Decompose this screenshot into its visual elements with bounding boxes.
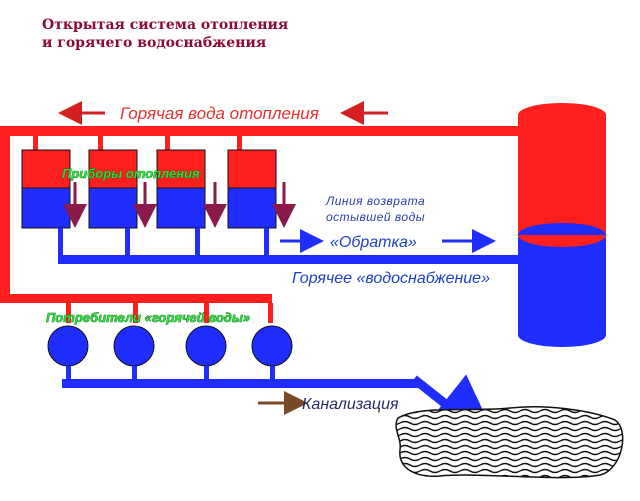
title-line-1: Открытая система отопления (42, 17, 288, 33)
title-line-2: и горячего водоснабжения (42, 35, 266, 51)
flow-arrows (58, 101, 496, 415)
label-hot-heating-water: Горячая вода отопления (120, 104, 319, 123)
label-return-line-2: остывшей воды (326, 210, 425, 224)
label-return-line-1: Линия возврата (325, 194, 425, 208)
label-return-name: «Обратка» (330, 234, 417, 251)
hot-water-consumers (47, 303, 501, 448)
label-consumers: Потребители «горячей воды» (46, 310, 250, 325)
label-hot-water-supply: Горячее «водоснабжение» (292, 270, 490, 287)
hot-water-loop (0, 126, 535, 303)
heaters (21, 149, 277, 229)
return-line (58, 228, 520, 264)
label-heaters: Приборы отопления (62, 166, 200, 181)
boiler-tank (518, 103, 606, 347)
sewer-blob (395, 406, 624, 479)
label-sewer: Канализация (302, 396, 399, 413)
